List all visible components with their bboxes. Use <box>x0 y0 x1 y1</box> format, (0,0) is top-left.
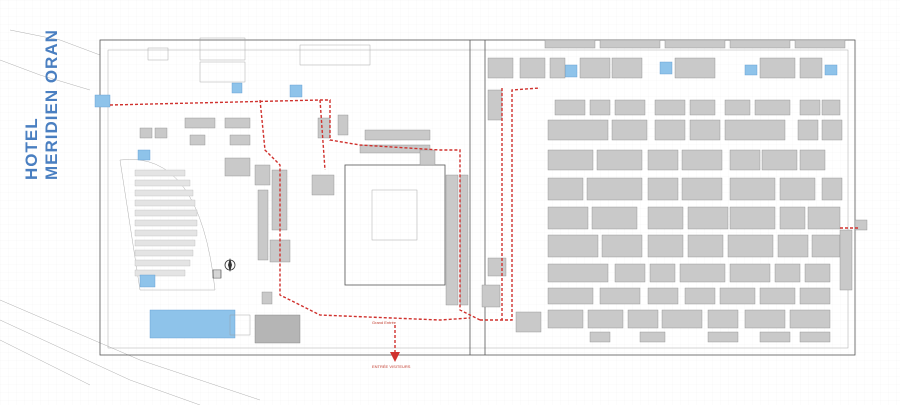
central-hall <box>344 129 446 286</box>
hotel-label: HOTEL MERIDIEN ORAN <box>22 29 62 180</box>
stair-icon <box>212 269 222 279</box>
right-hall-top-row <box>487 39 846 79</box>
visitor-route <box>109 87 860 360</box>
arrow-icon <box>390 352 400 362</box>
hotel-label-line1: HOTEL <box>22 117 41 180</box>
top-left-structures <box>94 37 371 108</box>
visitor-entrance-label: ENTRÉE VISITEURS <box>372 364 411 369</box>
right-hall-grid <box>515 99 843 343</box>
grand-entrance-label: Grand Entrée <box>372 320 397 325</box>
compass-icon <box>224 258 236 272</box>
center-column-stands <box>445 89 507 308</box>
left-roads <box>0 29 261 405</box>
left-zone-stands <box>139 114 349 305</box>
hotel-label-line2: MERIDIEN ORAN <box>42 29 61 180</box>
right-edge-stands <box>839 219 868 291</box>
bottom-left-blocks <box>149 309 301 344</box>
amphitheatre-seating <box>119 149 216 291</box>
